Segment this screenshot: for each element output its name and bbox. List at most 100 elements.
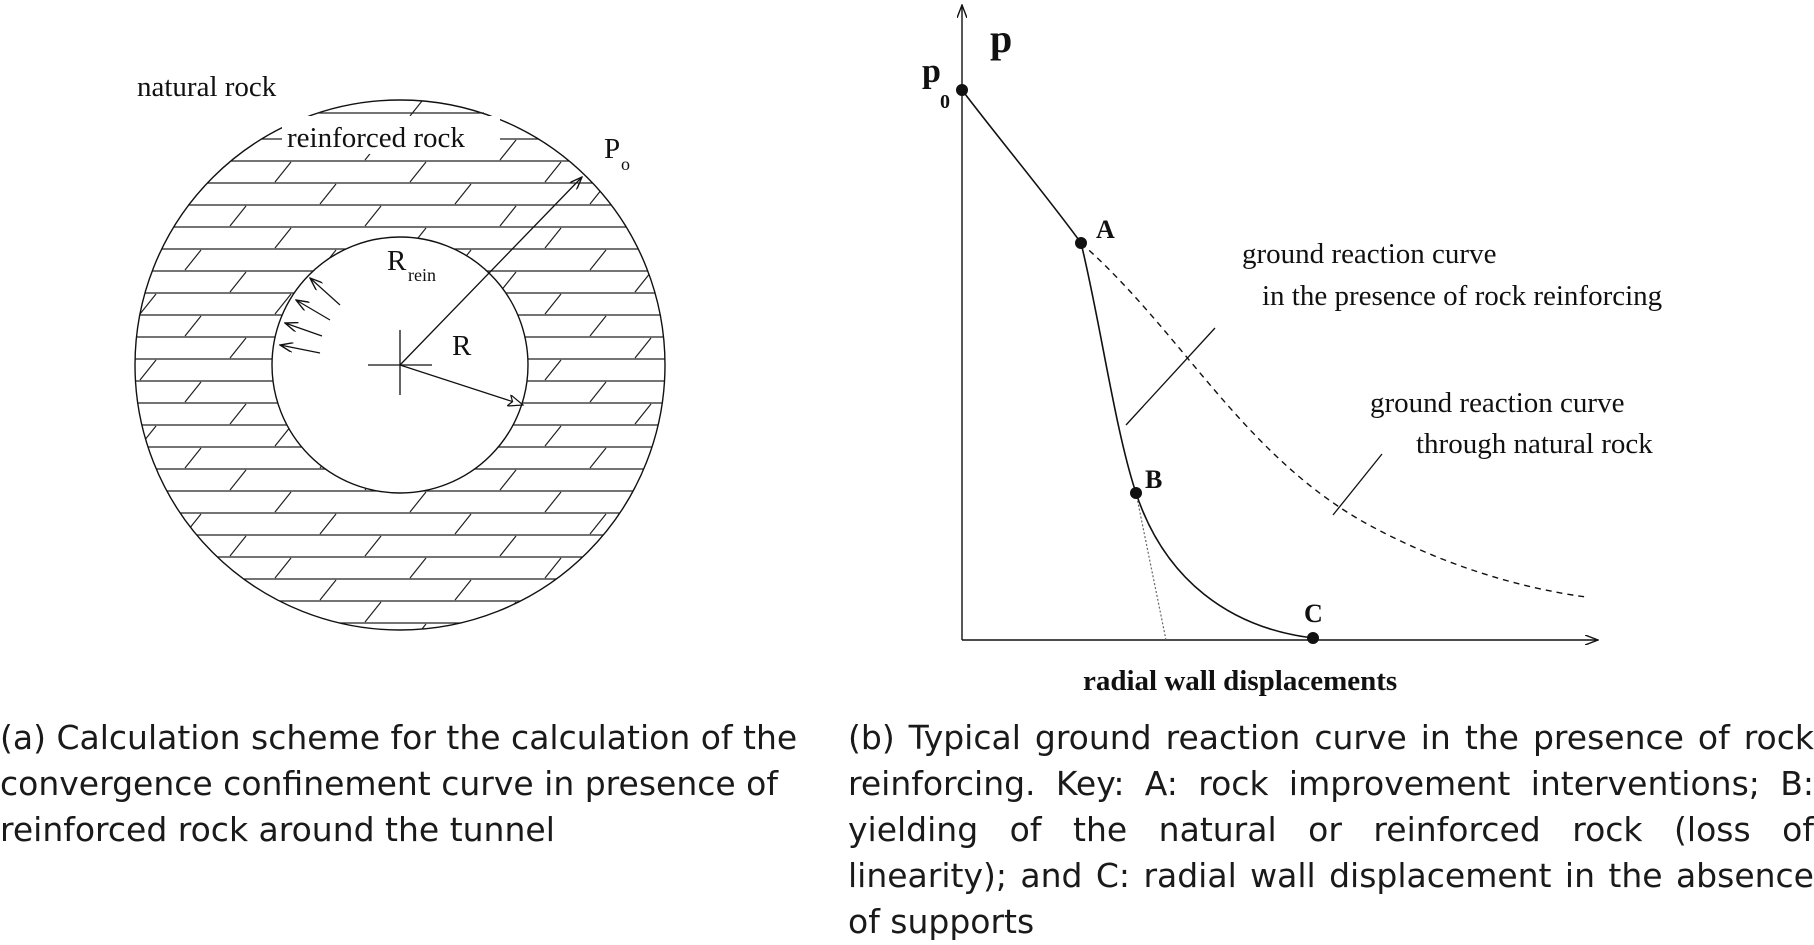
hatch-slash bbox=[139, 491, 157, 513]
hatch-slash bbox=[184, 183, 202, 205]
hatch-slash bbox=[274, 227, 292, 249]
hatch-slash bbox=[319, 447, 337, 469]
hatch-slash bbox=[634, 337, 652, 359]
point-c-marker bbox=[1307, 632, 1319, 644]
hatch-slash bbox=[274, 425, 292, 447]
caption-a: (a) Calculation scheme for the calculati… bbox=[0, 715, 800, 853]
hatch-slash bbox=[184, 579, 202, 601]
hatch-slash bbox=[544, 425, 562, 447]
hatch-slash bbox=[274, 623, 292, 630]
hatch-slash bbox=[319, 579, 337, 601]
point-a-label: A bbox=[1096, 215, 1115, 244]
hatch-slash bbox=[364, 469, 382, 491]
hatch-slash bbox=[229, 139, 247, 161]
hatch-slash bbox=[229, 601, 247, 623]
y-axis-label: p bbox=[990, 16, 1012, 61]
natural-rock-curve bbox=[1080, 242, 1587, 598]
hatch-slash bbox=[544, 100, 562, 117]
hatch-slash bbox=[364, 535, 382, 557]
hatch-slash bbox=[139, 293, 157, 315]
hatch-slash bbox=[589, 447, 607, 469]
hatch-slash bbox=[634, 601, 652, 623]
reinforced-rock-label-bg bbox=[282, 116, 500, 154]
hatch-slash bbox=[319, 183, 337, 205]
hatch-slash bbox=[544, 293, 562, 315]
r-radius-arrow bbox=[399, 364, 523, 405]
hatch-slash bbox=[184, 447, 202, 469]
hatch-slash bbox=[229, 535, 247, 557]
hatch-slash bbox=[499, 337, 517, 359]
natural-curve-label-line2: through natural rock bbox=[1416, 428, 1653, 460]
hatch-slash bbox=[364, 205, 382, 227]
hatch-slash bbox=[409, 359, 427, 381]
outer-boundary-circle bbox=[134, 99, 666, 631]
hatch-slash bbox=[274, 161, 292, 183]
hatch-slash bbox=[454, 447, 472, 469]
hatch-slash bbox=[229, 469, 247, 491]
hatch-slash bbox=[364, 601, 382, 623]
hatch-slash bbox=[634, 403, 652, 425]
hatch-slash bbox=[409, 557, 427, 579]
point-a-marker bbox=[1075, 237, 1087, 249]
hatch-slash bbox=[589, 579, 607, 601]
hatch-slash bbox=[499, 205, 517, 227]
hatch-slash bbox=[544, 161, 562, 183]
linear-extension-line bbox=[1135, 492, 1167, 641]
hatch-slash bbox=[364, 403, 382, 425]
hatch-slash bbox=[184, 315, 202, 337]
wall-pressure-arrows bbox=[280, 278, 341, 354]
hatch-slash bbox=[409, 293, 427, 315]
point-c-label: C bbox=[1304, 599, 1323, 628]
caption-a-line-3: reinforced rock around the tunnel bbox=[0, 810, 555, 849]
hatch-slash bbox=[274, 293, 292, 315]
hatch-slash bbox=[499, 469, 517, 491]
hatch-slash bbox=[454, 513, 472, 535]
p0-label: p bbox=[922, 53, 941, 90]
reinforced-rock-curve bbox=[961, 89, 1314, 639]
tunnel-cross-section-diagram: natural rock reinforced rock P o R rein … bbox=[134, 71, 666, 631]
ground-reaction-chart: p p 0 A B C ground reaction curve in the… bbox=[922, 5, 1662, 697]
caption-a-line-1: (a) Calculation scheme for the calculati… bbox=[0, 718, 798, 757]
natural-curve-leader bbox=[1332, 453, 1383, 516]
reinforced-rock-label: reinforced rock bbox=[287, 122, 465, 154]
hatch-slash bbox=[589, 249, 607, 271]
hatch-slash bbox=[139, 623, 157, 630]
hatch-slash bbox=[139, 161, 157, 183]
hatch-slash bbox=[184, 249, 202, 271]
hatch-slash bbox=[499, 403, 517, 425]
hatch-slash bbox=[544, 227, 562, 249]
hatch-slash bbox=[544, 491, 562, 513]
hatch-slash bbox=[364, 337, 382, 359]
hatch-slash bbox=[544, 359, 562, 381]
hatch-slash bbox=[589, 513, 607, 535]
figure-canvas: natural rock reinforced rock P o R rein … bbox=[134, 0, 1662, 697]
hatch-slash bbox=[454, 183, 472, 205]
hatch-slash bbox=[634, 469, 652, 491]
hatch-slash bbox=[589, 183, 607, 205]
point-b-label: B bbox=[1145, 465, 1162, 494]
caption-a-line-2: convergence confinement curve in presenc… bbox=[0, 764, 778, 803]
hatch-slash bbox=[184, 117, 202, 139]
hatch-slash bbox=[229, 271, 247, 293]
hatch-slash bbox=[544, 557, 562, 579]
hatch-slash bbox=[544, 623, 562, 630]
reinforced-curve-leader bbox=[1125, 327, 1216, 426]
reinforced-curve-label-line1: ground reaction curve bbox=[1242, 238, 1496, 270]
hatch-slash bbox=[274, 359, 292, 381]
hatch-slash bbox=[139, 227, 157, 249]
hatch-slash bbox=[499, 535, 517, 557]
hatch-slash bbox=[634, 535, 652, 557]
hatch-slash bbox=[274, 100, 292, 117]
po-radius-arrow bbox=[399, 177, 582, 366]
hatch-slash bbox=[229, 403, 247, 425]
hatch-slash bbox=[589, 315, 607, 337]
point-p0-marker bbox=[956, 84, 968, 96]
hatch-slash bbox=[634, 271, 652, 293]
r-label: R bbox=[452, 330, 472, 362]
point-b-marker bbox=[1130, 487, 1142, 499]
tunnel-wall-circle bbox=[271, 236, 529, 494]
hatch-slash bbox=[634, 205, 652, 227]
hatch-slash bbox=[274, 491, 292, 513]
reinforced-curve-label-line2: in the presence of rock reinforcing bbox=[1262, 280, 1662, 312]
hatch-slash bbox=[319, 513, 337, 535]
